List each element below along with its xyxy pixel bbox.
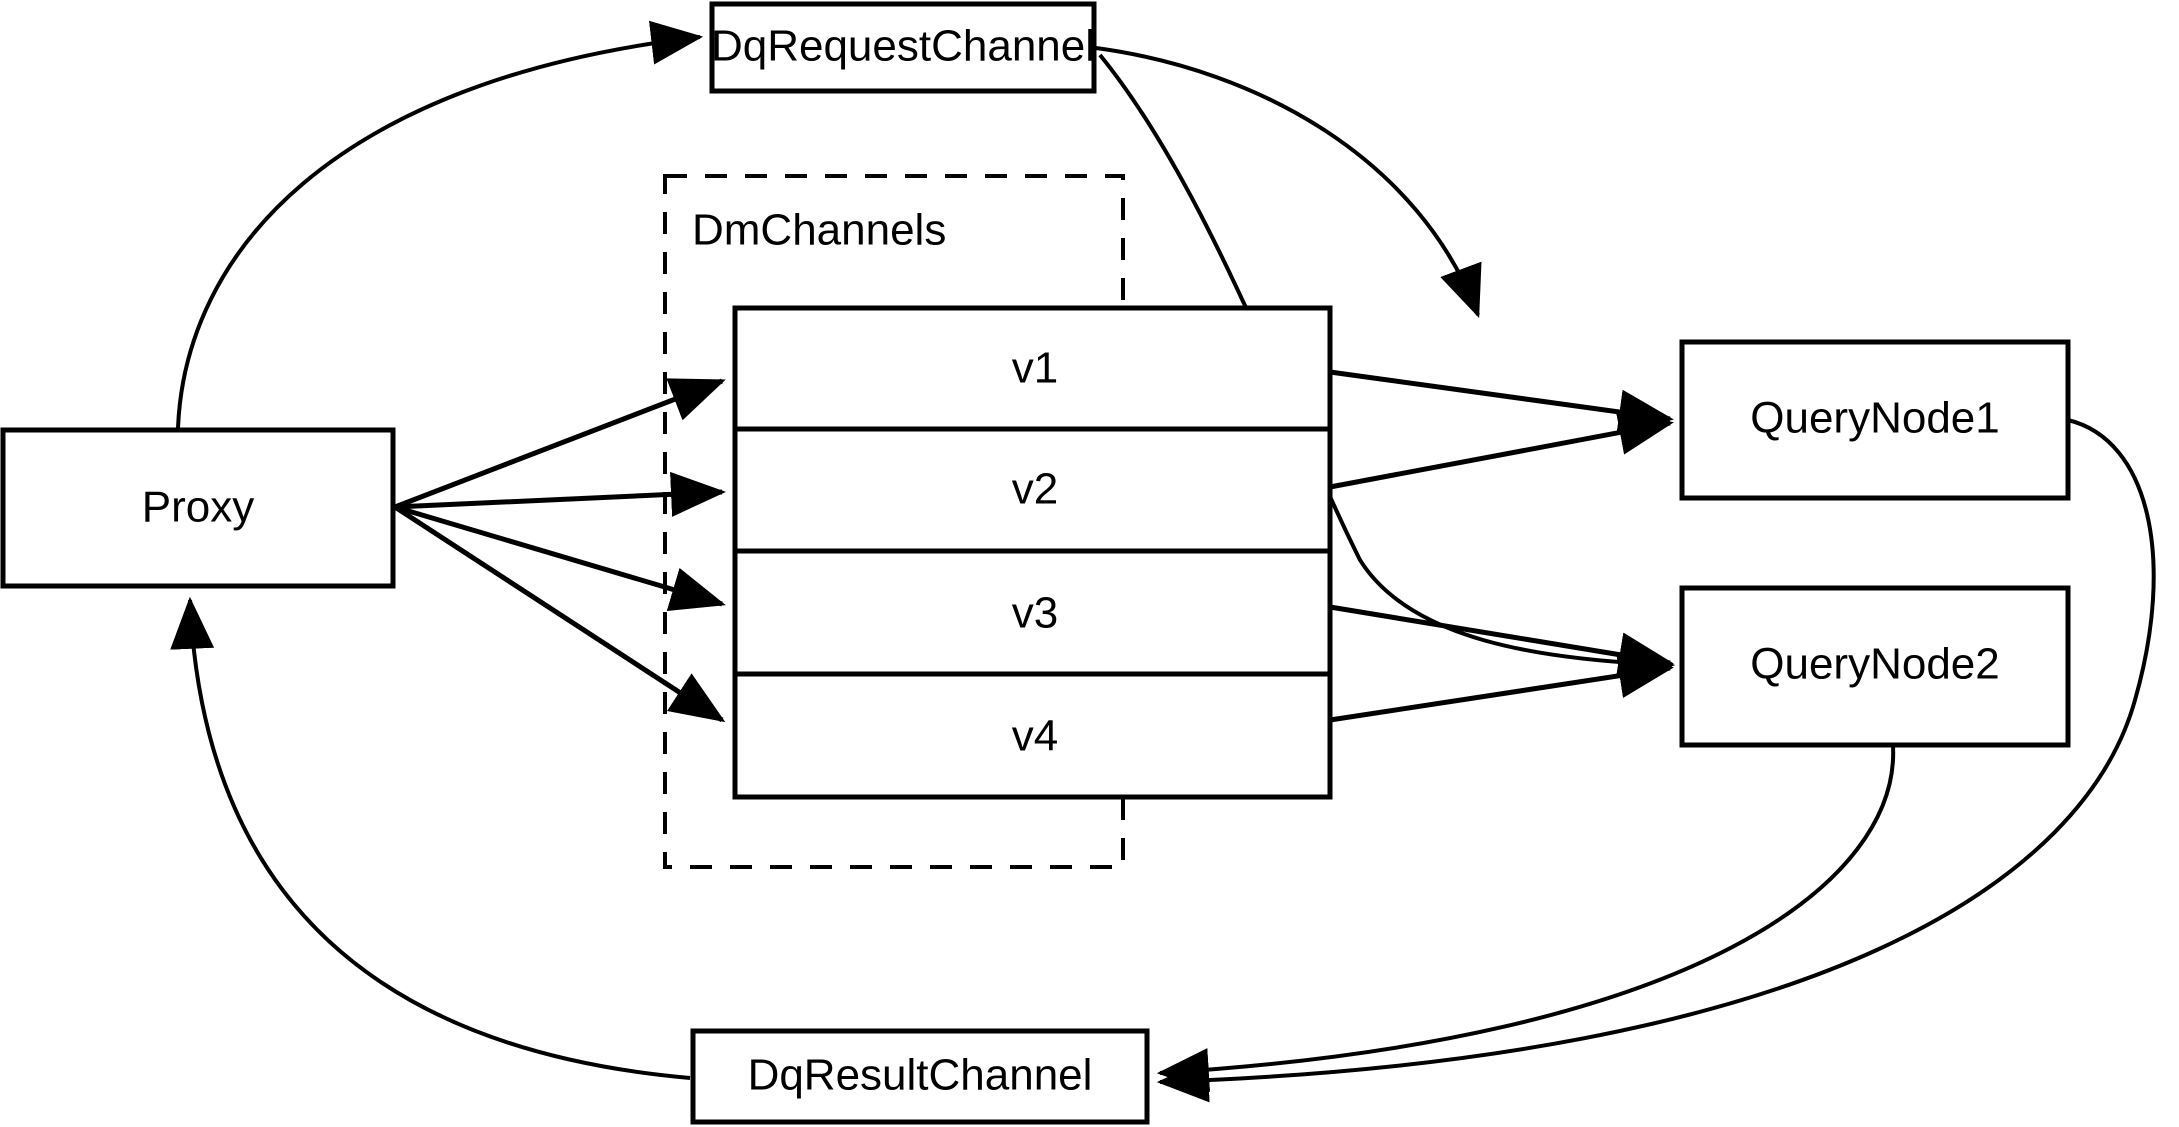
dqrequestchannel-label: DqRequestChannel: [711, 22, 1095, 71]
edge-proxy-to-v3: [394, 504, 726, 612]
channel-row-label-v4: v4: [1012, 712, 1058, 761]
channel-row-label-v2: v2: [1012, 465, 1058, 514]
edge-v1-to-querynode1: [1329, 369, 1674, 435]
proxy-box[interactable]: [0, 427, 396, 589]
dqrequestchannel-box[interactable]: [709, 1, 1097, 94]
edge-dqrequestchannel-to-querynode1: [1095, 46, 1482, 318]
channel-row-label-v3: v3: [1012, 589, 1058, 638]
edge-dqrequestchannel-to-querynode2: [1098, 53, 1676, 686]
channel-row-label-v1: v1: [1012, 344, 1058, 393]
querynode1-label: QueryNode1: [1750, 394, 1999, 443]
edge-v4-to-querynode2: [1329, 653, 1674, 723]
proxy-label: Proxy: [142, 483, 254, 532]
querynode2-label: QueryNode2: [1750, 640, 1999, 689]
edge-proxy-to-v4: [393, 504, 726, 723]
edge-proxy-to-dqrequestchannel: [176, 20, 704, 429]
dqresultchannel-label: DqResultChannel: [748, 1051, 1093, 1100]
querynode2-box[interactable]: [1679, 585, 2071, 748]
edge-proxy-to-v1: [394, 378, 726, 510]
edge-proxy-to-v2: [394, 471, 726, 517]
dqresultchannel-box[interactable]: [690, 1028, 1150, 1125]
edge-dqresultchannel-to-proxy: [170, 596, 691, 1080]
edge-v2-to-querynode1: [1329, 410, 1674, 490]
dmchannels-group-label: DmChannels: [692, 206, 946, 255]
edge-querynode1-to-dqresultchannel: [1156, 418, 2156, 1103]
querynode1-box[interactable]: [1679, 339, 2071, 501]
edge-v3-to-querynode2: [1329, 604, 1674, 677]
edge-querynode2-to-dqresultchannel: [1156, 745, 1896, 1092]
